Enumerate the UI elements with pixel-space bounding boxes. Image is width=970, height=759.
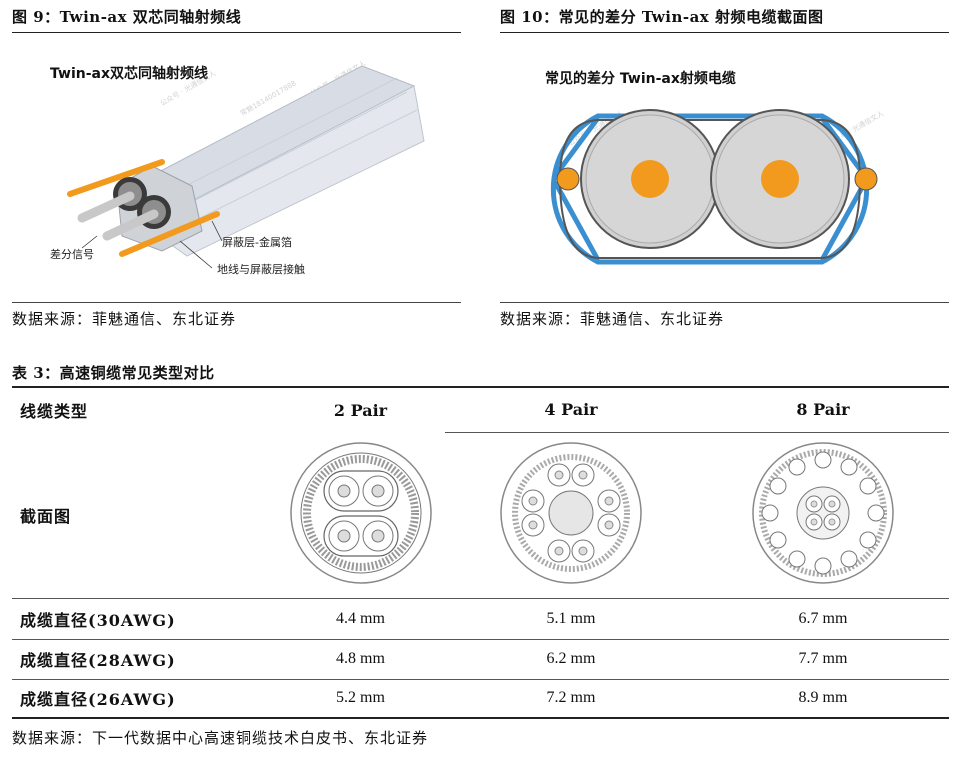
cell-28awg-4pair: 6.2 mm [445,639,697,680]
figure9-title: 图 9：Twin-ax 双芯同轴射频线 [12,8,242,26]
cross-section-8pair [697,432,949,599]
cell-30awg-8pair: 6.7 mm [697,598,949,640]
col-8pair: 8 Pair [697,388,949,433]
figure10-title: 图 10：常见的差分 Twin-ax 射频电缆截面图 [500,8,824,26]
col-2pair: 2 Pair [333,400,388,420]
row-label-30awg: 成缆直径(30AWG) [12,598,276,640]
signal-label: 差分信号 [50,247,94,261]
cell-30awg-2pair: 4.4 mm [276,598,445,640]
figure10-diagram-title: 常见的差分 Twin-ax射频电缆 [545,70,736,87]
comparison-table: 线缆类型 2 Pair 4 Pair 8 Pair 截面图 [12,388,949,719]
col-4pair: 4 Pair [445,388,697,433]
header-label: 线缆类型 [20,402,89,421]
ground-label: 地线与屏蔽层接触 [217,262,305,276]
figure10-bottom-rule [500,302,949,303]
shield-label: 屏蔽层-金属箔 [222,235,292,249]
cell-28awg-2pair: 4.8 mm [276,639,445,680]
table3-title: 表 3：高速铜缆常见类型对比 [12,364,215,382]
figure9-diagram: Twin-ax双芯同轴射频线 公众号 · 光通信文人 常魅18140017888… [12,36,461,298]
figure10-diagram: 常见的差分 Twin-ax射频电缆 公众号 · 光通信文人 公众号 · 光通信文… [500,36,949,298]
table3-source: 数据来源：下一代数据中心高速铜缆技术白皮书、东北证券 [12,729,429,747]
figure10-source: 数据来源：菲魅通信、东北证券 [500,310,725,328]
cross-section-2pair [276,432,445,599]
row-label-28awg: 成缆直径(28AWG) [12,639,276,680]
figure9-diagram-title: Twin-ax双芯同轴射频线 [50,65,208,82]
cross-section-4pair [445,432,697,599]
cell-30awg-4pair: 5.1 mm [445,598,697,640]
cell-28awg-8pair: 7.7 mm [697,639,949,680]
cross-section-label: 截面图 [12,432,276,599]
table-header-row: 线缆类型 2 Pair 4 Pair 8 Pair [12,388,949,433]
table-row: 成缆直径(28AWG) 4.8 mm 6.2 mm 7.7 mm [12,639,949,680]
figure9-bottom-rule [12,302,461,303]
figure9-source: 数据来源：菲魅通信、东北证券 [12,310,237,328]
cell-26awg-2pair: 5.2 mm [276,679,445,719]
table-row: 成缆直径(30AWG) 4.4 mm 5.1 mm 6.7 mm [12,598,949,640]
table3-top-rule [12,386,949,388]
cell-26awg-4pair: 7.2 mm [445,679,697,719]
table-row: 成缆直径(26AWG) 5.2 mm 7.2 mm 8.9 mm [12,679,949,719]
row-label-26awg: 成缆直径(26AWG) [12,679,276,719]
figure9-top-rule [12,32,461,33]
figure10-top-rule [500,32,949,33]
cell-26awg-8pair: 8.9 mm [697,679,949,719]
cross-section-row: 截面图 [12,432,949,599]
